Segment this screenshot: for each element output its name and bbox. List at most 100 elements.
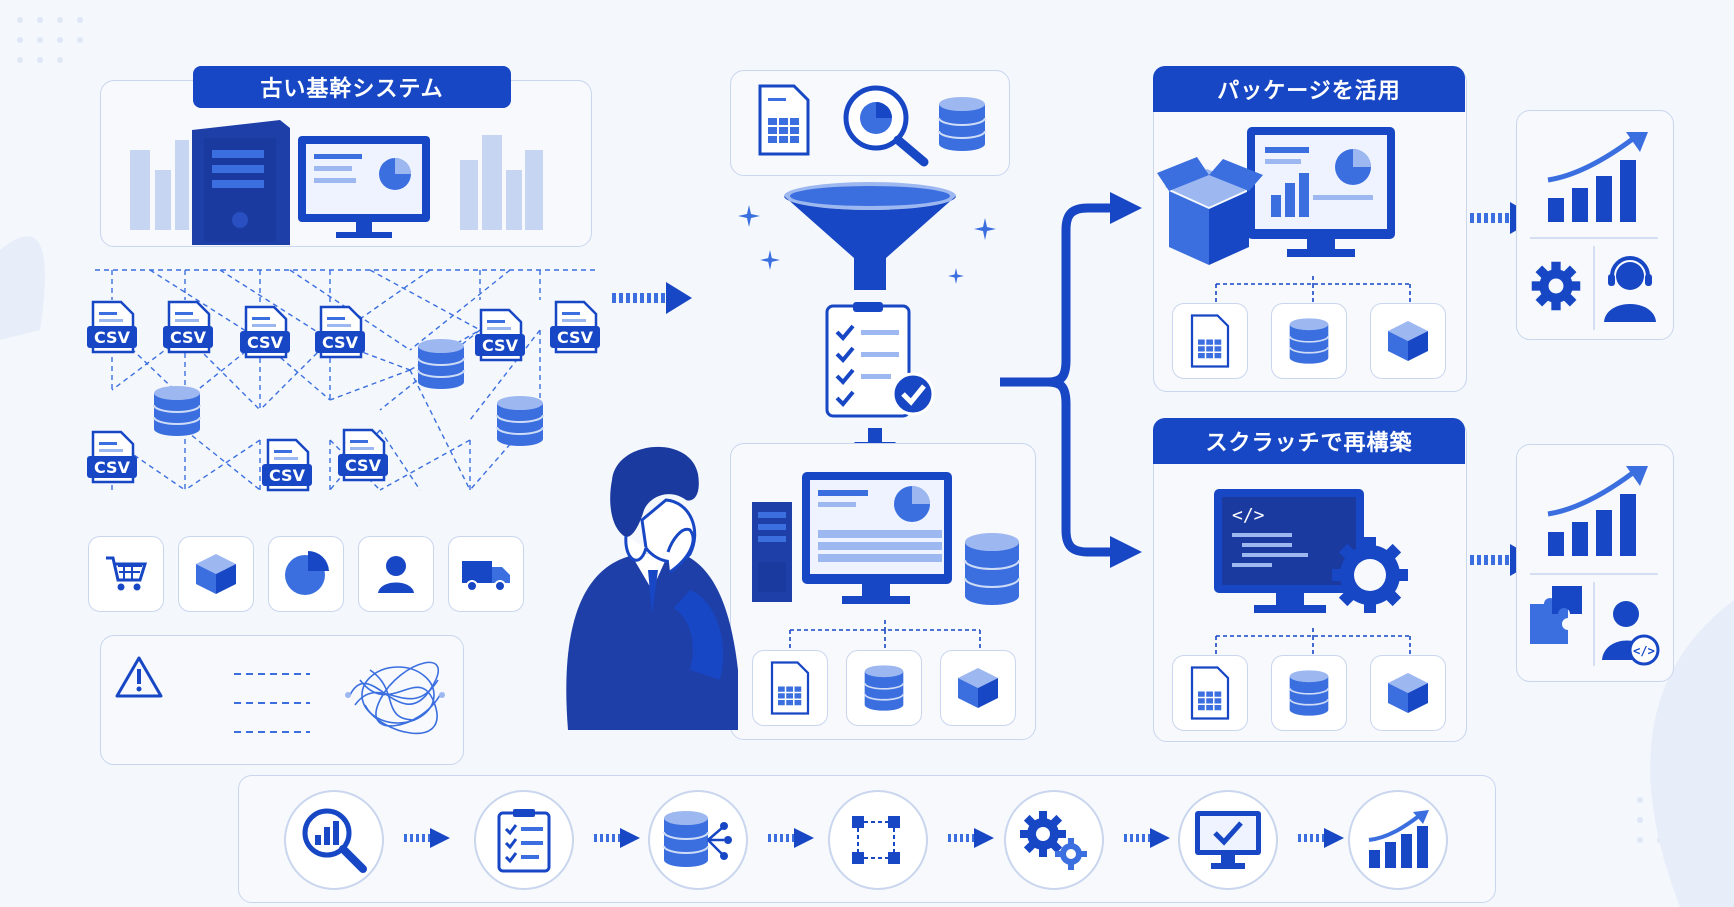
process-arrow bbox=[404, 828, 450, 848]
outcome-divider bbox=[1530, 573, 1658, 666]
thinking-businessman-illustration bbox=[566, 446, 738, 730]
monitor-check-icon bbox=[1195, 811, 1261, 869]
box-icon-tile bbox=[940, 650, 1016, 726]
csv-file-icon: CSV bbox=[87, 430, 137, 484]
open-box-icon bbox=[1157, 157, 1263, 265]
tree-connector bbox=[1215, 628, 1411, 654]
monitor-icon bbox=[298, 136, 430, 238]
server-tower-icon bbox=[752, 502, 792, 602]
csv-file-icon: CSV bbox=[315, 305, 365, 359]
checklist-document-icon bbox=[825, 302, 935, 418]
box-icon bbox=[958, 668, 998, 708]
user-icon-tile bbox=[358, 536, 434, 612]
warning-icon bbox=[115, 656, 163, 698]
workflow-icon bbox=[852, 816, 900, 864]
database-icon bbox=[153, 386, 201, 436]
package-title: パッケージを活用 bbox=[1153, 66, 1465, 112]
checklist-icon bbox=[497, 809, 551, 873]
growth-chart-icon bbox=[1547, 466, 1648, 556]
funnel-icon bbox=[784, 182, 956, 290]
tree-connector bbox=[789, 620, 981, 648]
monitor-icon bbox=[802, 472, 952, 604]
developer-icon: </> bbox=[1602, 601, 1660, 666]
database-icon bbox=[938, 97, 986, 151]
database-icon-tile bbox=[1271, 303, 1347, 379]
cart-icon-tile bbox=[88, 536, 164, 612]
monitor-icon bbox=[1247, 127, 1395, 257]
tree-connector bbox=[1215, 276, 1411, 302]
user-icon bbox=[378, 556, 414, 593]
csv-label: CSV bbox=[163, 326, 213, 348]
database-icon bbox=[496, 396, 544, 446]
flow-arrow-right bbox=[612, 282, 692, 314]
box-icon bbox=[196, 554, 236, 594]
spreadsheet-icon bbox=[1190, 314, 1230, 368]
csv-file-icon: CSV bbox=[87, 300, 137, 354]
process-arrow bbox=[768, 828, 814, 848]
database-icon bbox=[417, 339, 465, 389]
process-arrow bbox=[1298, 828, 1344, 848]
process-step-6 bbox=[1178, 790, 1278, 890]
package-software-illustration bbox=[1157, 127, 1395, 265]
box-icon bbox=[1388, 321, 1428, 361]
svg-text:</>: </> bbox=[1633, 644, 1655, 658]
gear-icon bbox=[1531, 261, 1581, 311]
server-tower-icon bbox=[192, 120, 290, 245]
sparkle-icon bbox=[948, 268, 964, 284]
gear-icon bbox=[1332, 537, 1408, 613]
pie-chart-icon bbox=[285, 551, 329, 595]
process-step-1 bbox=[284, 790, 384, 890]
process-step-3 bbox=[648, 790, 748, 890]
database-icon bbox=[1288, 670, 1330, 716]
csv-file-icon: CSV bbox=[240, 305, 290, 359]
database-icon bbox=[1288, 318, 1330, 364]
scratch-title: スクラッチで再構築 bbox=[1153, 418, 1465, 464]
database-icon bbox=[863, 665, 905, 711]
analysis-icon bbox=[302, 808, 367, 873]
csv-label: CSV bbox=[338, 454, 388, 476]
csv-label: CSV bbox=[550, 326, 600, 348]
sparkle-icon bbox=[974, 218, 996, 240]
box-icon bbox=[1388, 673, 1428, 713]
box-icon-tile bbox=[178, 536, 254, 612]
csv-file-icon: CSV bbox=[163, 300, 213, 354]
code-monitor-illustration: </> bbox=[1214, 489, 1408, 613]
support-agent-icon bbox=[1604, 256, 1656, 322]
csv-label: CSV bbox=[87, 456, 137, 478]
database-icon bbox=[964, 533, 1020, 605]
csv-label: CSV bbox=[315, 331, 365, 353]
sparkle-icon bbox=[738, 205, 760, 227]
spreadsheet-icon-tile bbox=[1172, 655, 1248, 731]
tangled-data-icon bbox=[345, 661, 445, 735]
process-arrow bbox=[594, 828, 640, 848]
growth-chart-icon bbox=[1368, 810, 1429, 868]
sparkle-icon bbox=[760, 250, 780, 270]
cart-icon bbox=[106, 556, 148, 591]
csv-label: CSV bbox=[262, 464, 312, 486]
box-icon-tile bbox=[1370, 655, 1446, 731]
spreadsheet-icon-tile bbox=[752, 650, 828, 726]
server-monitor-illustration bbox=[752, 472, 1020, 605]
growth-chart-icon bbox=[1547, 132, 1648, 222]
svg-text:</>: </> bbox=[1232, 505, 1265, 526]
truck-icon-tile bbox=[448, 536, 524, 612]
warning-panel bbox=[100, 635, 464, 765]
spreadsheet-icon-tile bbox=[1172, 303, 1248, 379]
database-icon-tile bbox=[846, 650, 922, 726]
process-step-5 bbox=[1004, 790, 1104, 890]
csv-label: CSV bbox=[87, 326, 137, 348]
process-arrow bbox=[1124, 828, 1170, 848]
csv-file-icon: CSV bbox=[550, 300, 600, 354]
csv-file-icon: CSV bbox=[338, 428, 388, 482]
puzzle-icon bbox=[1530, 586, 1582, 644]
spreadsheet-icon bbox=[1190, 666, 1230, 720]
pie-chart-icon-tile bbox=[268, 536, 344, 612]
outcome-divider bbox=[1530, 237, 1658, 330]
spreadsheet-icon bbox=[758, 84, 810, 156]
database-icon-tile bbox=[1271, 655, 1347, 731]
process-step-7 bbox=[1348, 790, 1448, 890]
process-step-2 bbox=[474, 790, 574, 890]
csv-file-icon: CSV bbox=[262, 438, 312, 492]
box-icon-tile bbox=[1370, 303, 1446, 379]
legacy-system-illustration bbox=[130, 120, 543, 245]
